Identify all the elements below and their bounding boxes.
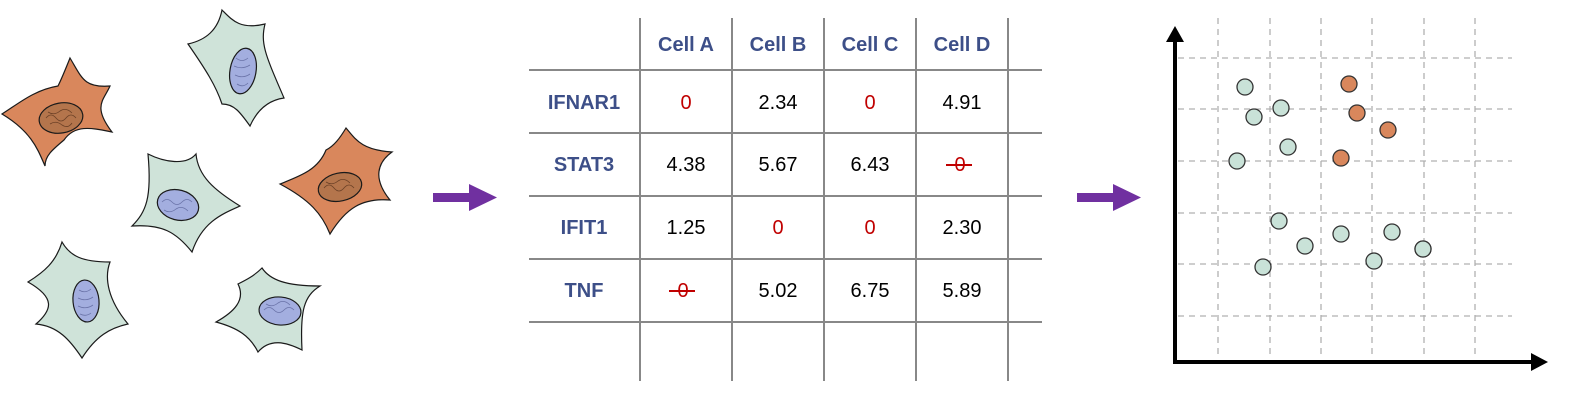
y-axis xyxy=(1166,26,1184,362)
data-point-green xyxy=(1245,108,1263,126)
row-header: STAT3 xyxy=(554,154,614,176)
cell-green-icon xyxy=(214,267,323,354)
cell-green-icon xyxy=(26,240,130,360)
table-row: IFIT1 1.25 0 0 2.30 xyxy=(561,217,982,239)
table-grid xyxy=(529,18,1042,381)
data-point-green xyxy=(1296,237,1314,255)
scatter-plot xyxy=(1166,18,1548,371)
table-cell: 2.34 xyxy=(759,92,798,114)
arrow-right-icon xyxy=(433,184,497,211)
expression-table: Cell A Cell B Cell C Cell D IFNAR1 0 2.3… xyxy=(529,18,1042,381)
data-point-green xyxy=(1270,212,1288,230)
data-points xyxy=(1228,75,1432,276)
table-cell: 4.91 xyxy=(943,92,982,114)
x-axis xyxy=(1173,353,1548,371)
table-row: STAT3 4.38 5.67 6.43 0 xyxy=(554,154,972,176)
data-point-green xyxy=(1236,78,1254,96)
cell-orange-icon xyxy=(0,56,114,167)
data-point-green xyxy=(1332,225,1350,243)
plot-grid xyxy=(1178,18,1512,358)
column-header: Cell C xyxy=(842,34,899,56)
table-cell: 5.02 xyxy=(759,280,798,302)
column-header: Cell B xyxy=(750,34,807,56)
data-point-orange xyxy=(1379,121,1397,139)
table-row: IFNAR1 0 2.34 0 4.91 xyxy=(548,92,982,114)
data-point-orange xyxy=(1348,104,1366,122)
table-cell: 2.30 xyxy=(943,217,982,239)
cell-orange-icon xyxy=(278,126,394,236)
row-header: IFIT1 xyxy=(561,217,608,239)
data-point-orange xyxy=(1332,149,1350,167)
data-point-green xyxy=(1383,223,1401,241)
data-point-green xyxy=(1272,99,1290,117)
table-cell: 5.89 xyxy=(943,280,982,302)
table-cell: 6.43 xyxy=(851,154,890,176)
table-cell: 0 xyxy=(864,217,875,239)
row-header: IFNAR1 xyxy=(548,92,620,114)
row-header: TNF xyxy=(565,280,604,302)
data-point-green xyxy=(1254,258,1272,276)
table-cell: 4.38 xyxy=(667,154,706,176)
data-point-green xyxy=(1414,240,1432,258)
table-cell: 6.75 xyxy=(851,280,890,302)
column-header: Cell D xyxy=(934,34,991,56)
cells-panel xyxy=(0,8,394,360)
table-cell: 0 xyxy=(680,92,691,114)
data-point-green xyxy=(1279,138,1297,156)
cell-green-icon xyxy=(130,152,242,254)
table-row: TNF 0 5.02 6.75 5.89 xyxy=(565,280,982,302)
arrow-right-icon xyxy=(1077,184,1141,211)
cell-green-icon xyxy=(186,8,285,128)
column-header: Cell A xyxy=(658,34,714,56)
table-cell: 5.67 xyxy=(759,154,798,176)
data-point-green xyxy=(1228,152,1246,170)
table-cell: 1.25 xyxy=(667,217,706,239)
data-point-green xyxy=(1365,252,1383,270)
table-cell: 0 xyxy=(772,217,783,239)
table-cell: 0 xyxy=(864,92,875,114)
data-point-orange xyxy=(1340,75,1358,93)
